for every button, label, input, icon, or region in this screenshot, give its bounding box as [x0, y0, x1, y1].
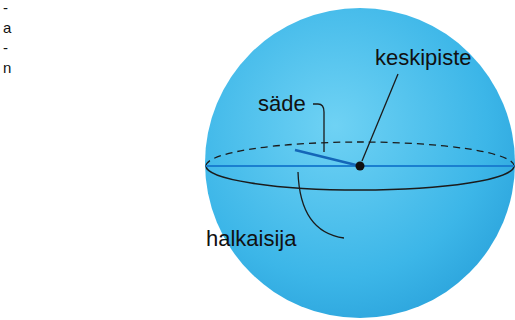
cut-text: a: [3, 20, 11, 35]
radius-line: [295, 150, 360, 166]
leader-line: [298, 172, 344, 238]
center-point: [356, 162, 365, 171]
sphere: [205, 8, 515, 318]
cut-text: -: [3, 40, 8, 55]
leader-line: [362, 74, 398, 161]
part-label: halkaisija: [206, 228, 297, 250]
part-label: keskipiste: [375, 47, 472, 69]
part-label: säde: [258, 93, 306, 115]
cut-text: n: [3, 60, 11, 75]
leader-line: [313, 104, 324, 152]
cut-text: -: [3, 0, 8, 15]
